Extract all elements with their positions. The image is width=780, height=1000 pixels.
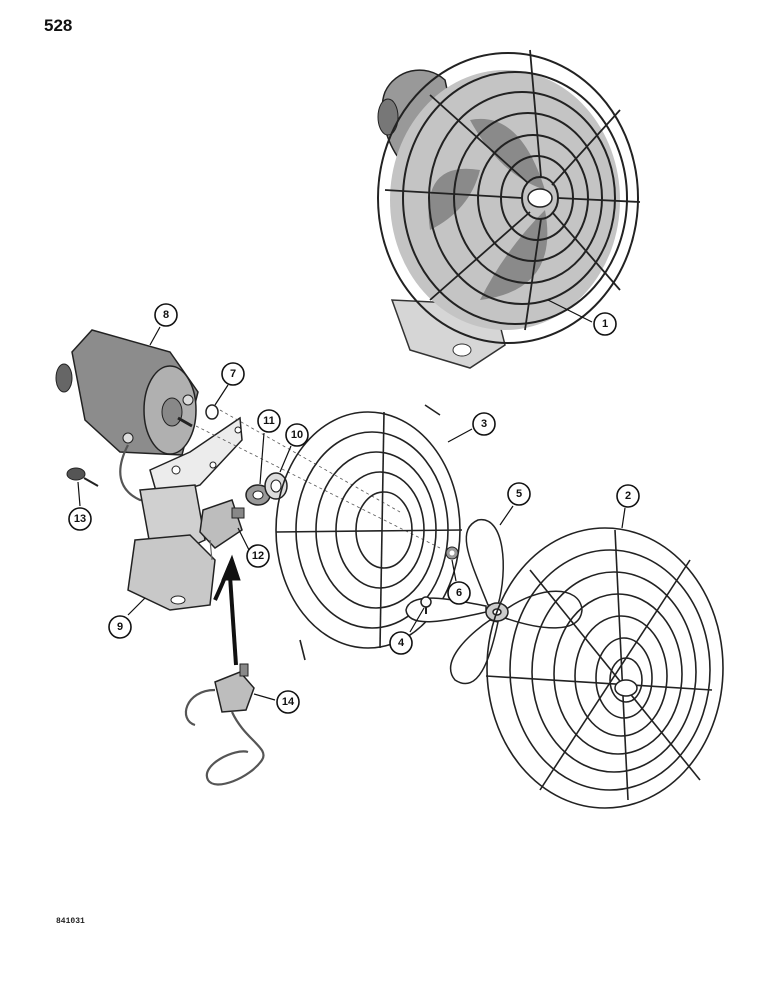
- washer: [205, 404, 219, 420]
- callout-13: 13: [68, 507, 92, 531]
- callout-7: 7: [221, 362, 245, 386]
- callout-10: 10: [285, 423, 309, 447]
- leader-lines: [77, 299, 626, 701]
- callout-2: 2: [616, 484, 640, 508]
- svg-text:12: 12: [252, 550, 264, 562]
- switch-installed: [199, 499, 245, 561]
- nut: [264, 472, 288, 500]
- svg-text:2: 2: [625, 490, 631, 502]
- callout-11: 11: [257, 409, 281, 433]
- motor: [55, 329, 199, 456]
- svg-text:11: 11: [263, 415, 275, 427]
- nut-small: [445, 546, 459, 560]
- callout-9: 9: [108, 615, 132, 639]
- callout-14: 14: [276, 690, 300, 714]
- callout-4: 4: [389, 631, 413, 655]
- svg-text:8: 8: [163, 309, 169, 321]
- screw: [420, 596, 432, 614]
- switch-with-harness: [184, 663, 265, 786]
- base: [127, 484, 216, 611]
- assembled-fan: [377, 49, 641, 369]
- callout-12: 12: [246, 544, 270, 568]
- svg-text:4: 4: [398, 637, 405, 649]
- callout-3: 3: [472, 412, 496, 436]
- svg-text:3: 3: [481, 418, 487, 430]
- front-guard: [485, 527, 724, 809]
- figure-code: 841031: [56, 917, 85, 926]
- svg-text:14: 14: [282, 696, 295, 708]
- knob: [66, 467, 99, 487]
- install-arrows: [213, 554, 241, 666]
- svg-text:1: 1: [602, 318, 608, 330]
- svg-text:13: 13: [74, 513, 86, 525]
- callout-8: 8: [154, 303, 178, 327]
- callout-1: 1: [593, 312, 617, 336]
- svg-text:7: 7: [230, 368, 236, 380]
- bushing: [245, 484, 271, 506]
- page-number: 528: [44, 16, 73, 35]
- rear-guard: [275, 404, 463, 661]
- svg-text:10: 10: [291, 429, 303, 441]
- callout-6: 6: [447, 581, 471, 605]
- callout-5: 5: [507, 482, 531, 506]
- svg-text:6: 6: [456, 587, 462, 599]
- svg-text:5: 5: [516, 488, 522, 500]
- svg-text:9: 9: [117, 621, 123, 633]
